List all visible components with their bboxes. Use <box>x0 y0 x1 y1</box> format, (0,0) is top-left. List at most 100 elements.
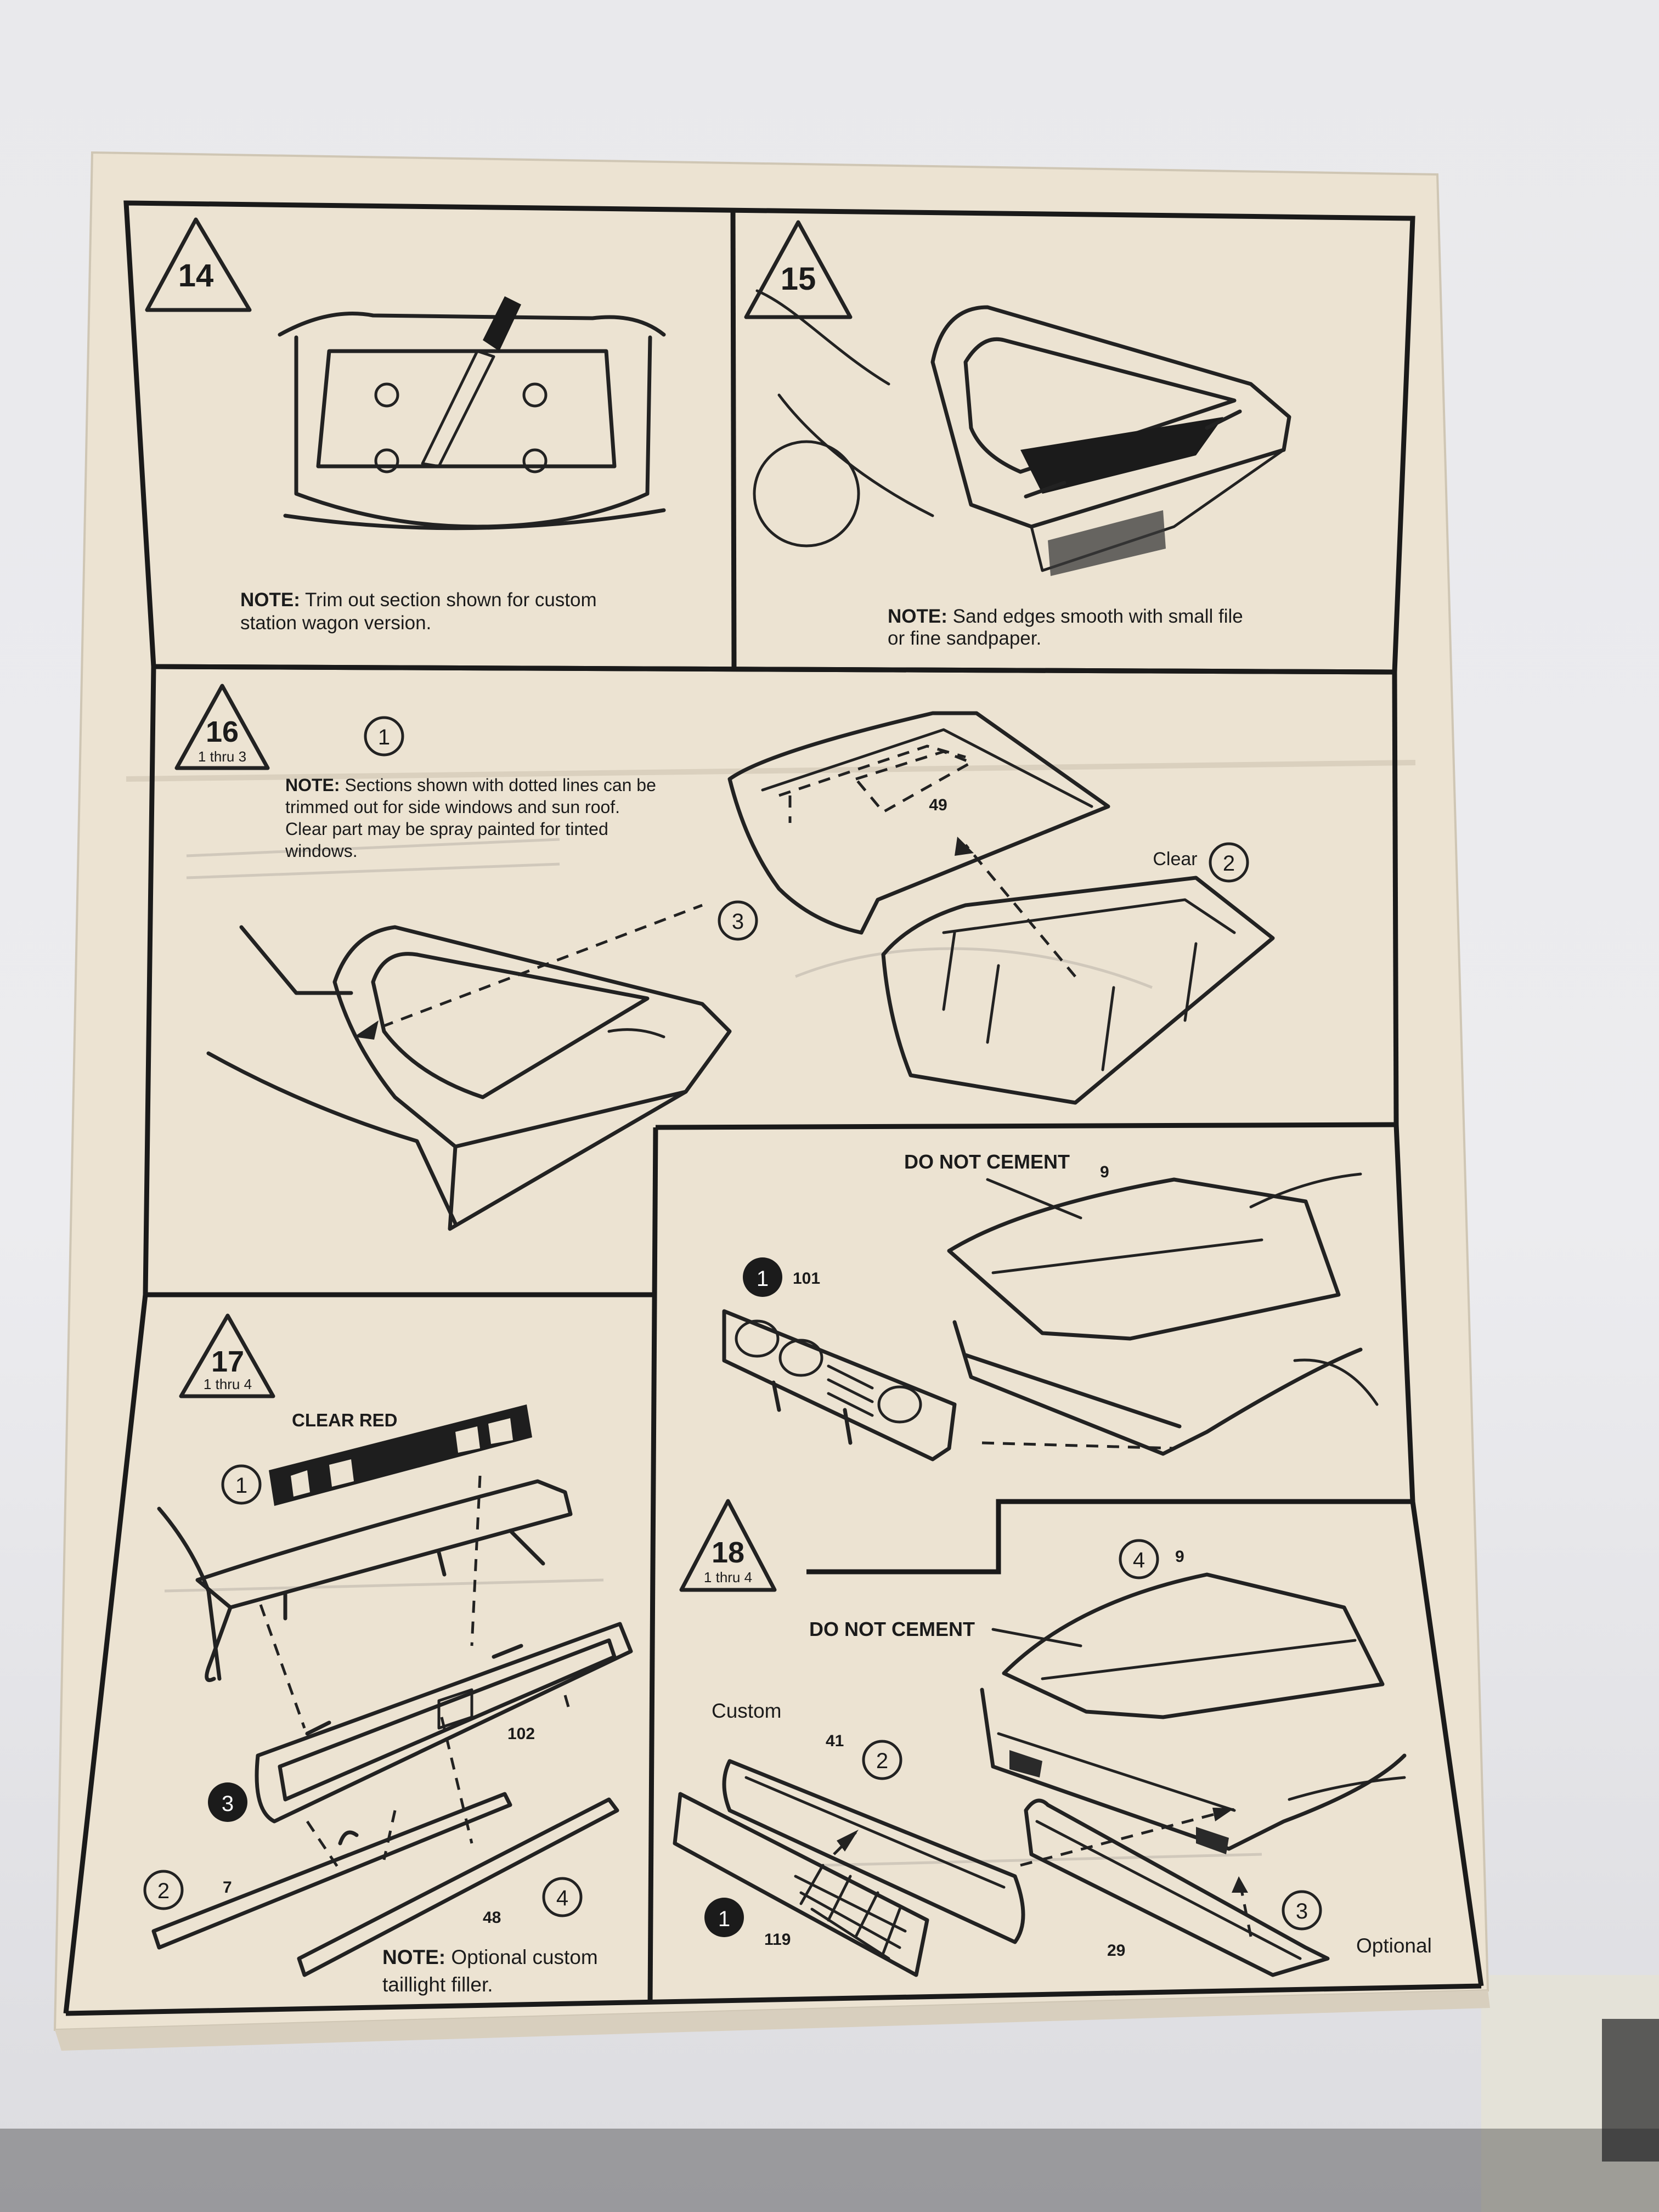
panel-grid <box>63 200 1484 2016</box>
pointer-line <box>986 1178 1082 1220</box>
step-17-callout-1-label: 1 <box>235 1474 247 1498</box>
step-16-alignment-arrows <box>354 837 1076 1040</box>
step-18-callout-3 <box>1282 1890 1322 1931</box>
filler-part-48 <box>297 1797 619 1977</box>
step-17-callout-2 <box>143 1870 184 1910</box>
step-18-range: 1 thru 4 <box>704 1569 752 1585</box>
grille-subassembly-panel: DO NOT CEMENT 9 1 101 <box>722 1150 1379 1462</box>
svg-text:NOTE: Trim out section shown f: NOTE: Trim out section shown for custom <box>240 589 597 611</box>
part-callout-2 <box>1209 842 1249 883</box>
clear-label: Clear <box>1153 849 1197 870</box>
step-18-callout-3-label: 3 <box>1296 1899 1308 1923</box>
step-14-note-prefix: NOTE: <box>240 589 300 611</box>
part-callout-3 <box>718 900 758 941</box>
step-14-number: 14 <box>178 258 214 294</box>
paper-fold <box>126 760 1416 782</box>
step-17-callout-1 <box>221 1464 262 1505</box>
custom-bumper-part-41 <box>722 1759 1025 1944</box>
step-15-note-prefix: NOTE: <box>888 606 947 627</box>
step-16-note-line-2: trimmed out for side windows and sun roo… <box>285 797 620 817</box>
step-18-do-not-cement: DO NOT CEMENT <box>809 1618 975 1640</box>
step-18-callout-4-label: 4 <box>1133 1548 1145 1572</box>
step-17-callout-4-label: 4 <box>556 1886 568 1910</box>
step-18-alignment-arrows <box>833 1808 1252 1937</box>
step-14: 14 NOTE: Trim out section shown for cust… <box>145 217 666 634</box>
part-callout-2-label: 2 <box>1223 851 1235 876</box>
step-17-callout-2-label: 2 <box>157 1879 170 1903</box>
step-18-pointer-line <box>991 1628 1082 1647</box>
paper-edge <box>55 1990 1490 2051</box>
step-16-note-line-3: Clear part may be spray painted for tint… <box>285 819 608 839</box>
step-16-note-prefix: NOTE: <box>285 775 340 795</box>
step-17-callout-3-label: 3 <box>222 1792 234 1816</box>
step-14-triangle <box>145 217 252 312</box>
step-18-callout-2-label: 2 <box>876 1749 888 1773</box>
step-15-number: 15 <box>781 261 816 297</box>
step-18-number: 18 <box>712 1536 744 1569</box>
part-9-label: 9 <box>1100 1163 1109 1181</box>
part-119-label: 119 <box>764 1931 791 1949</box>
black-callout-1 <box>743 1257 782 1297</box>
step-16-triangle <box>174 684 270 770</box>
step-17-note-line-1: Optional custom <box>445 1946 598 1968</box>
step-17-range: 1 thru 4 <box>204 1376 252 1392</box>
step-18-callout-2 <box>862 1740 902 1780</box>
part-102-label: 102 <box>507 1725 535 1743</box>
part-48-label: 48 <box>483 1909 501 1927</box>
step-18-triangle <box>679 1499 777 1592</box>
step-17: 17 1 thru 4 CLEAR RED 1 102 3 <box>143 1313 633 1996</box>
step-16-number: 16 <box>206 715 239 748</box>
optional-label: Optional <box>1356 1934 1432 1957</box>
step-14-note-line-1: Trim out section shown for custom <box>300 589 597 611</box>
step-15-note-line-1: Sand edges smooth with small file <box>947 606 1243 627</box>
svg-text:NOTE: Sand edges smooth with s: NOTE: Sand edges smooth with small file <box>888 606 1243 627</box>
step-15: 15 NOTE: Sand edges smooth with small fi… <box>744 220 1291 649</box>
step-16: 16 1 thru 3 1 NOTE: Sections shown with … <box>174 684 1275 1231</box>
step-15-note-line-2: or fine sandpaper. <box>888 628 1041 649</box>
part-callout-1-label: 1 <box>378 725 390 749</box>
black-callout-1-label: 1 <box>757 1267 769 1291</box>
step-14-note-line-2: station wagon version. <box>240 612 431 634</box>
do-not-cement-label: DO NOT CEMENT <box>904 1150 1070 1173</box>
tailgate-trim-illustration <box>278 296 666 531</box>
device-screen <box>1602 2019 1659 2162</box>
optional-bumper-part-29 <box>1024 1798 1330 1977</box>
step-17-note-line-2: taillight filler. <box>382 1973 493 1996</box>
step-17-triangle <box>179 1313 275 1398</box>
car-front-illustration <box>952 1172 1379 1456</box>
step-16-note-line-4: windows. <box>285 841 358 861</box>
clear-red-lens-part <box>269 1404 532 1506</box>
paper-sheet <box>53 151 1489 2032</box>
step-18-callout-4 <box>1119 1539 1159 1579</box>
step-17-callout-4 <box>542 1877 583 1917</box>
grille-alignment-dash <box>981 1441 1175 1450</box>
grille-part-119 <box>673 1792 929 1977</box>
step-18: 18 1 thru 4 4 9 DO NOT CEMENT Custom 41 … <box>673 1499 1432 1977</box>
step-17-number: 17 <box>211 1345 244 1378</box>
step-17-note-prefix: NOTE: <box>382 1946 445 1968</box>
clear-red-label: CLEAR RED <box>292 1410 398 1430</box>
hood-illustration <box>947 1177 1341 1341</box>
part-41-label: 41 <box>826 1732 844 1750</box>
car-front-step-18 <box>980 1688 1407 1854</box>
step-17-alignment-arrows <box>259 1475 572 1872</box>
tailgate-sanding-illustration <box>753 289 1291 576</box>
step-16-note-line-1: Sections shown with dotted lines can be <box>340 775 656 795</box>
part-callout-3-label: 3 <box>732 910 744 934</box>
step-18-part-9-label: 9 <box>1175 1548 1184 1566</box>
hood-part-step-18 <box>1002 1572 1385 1719</box>
custom-label: Custom <box>712 1700 781 1722</box>
part-29-label: 29 <box>1107 1942 1125 1960</box>
roof-part-49 <box>727 711 1110 935</box>
part-49-label: 49 <box>929 796 947 814</box>
bottom-shadow <box>0 2129 1659 2212</box>
step-16-range: 1 thru 3 <box>198 748 246 765</box>
step-17-callout-3 <box>208 1782 247 1822</box>
step-18-callout-1 <box>704 1898 744 1937</box>
clear-window-part <box>881 876 1275 1105</box>
part-callout-1 <box>364 716 404 757</box>
taillight-panel-part-102 <box>255 1622 633 1824</box>
part-101-label: 101 <box>793 1269 820 1288</box>
svg-text:NOTE: Sections shown with dott: NOTE: Sections shown with dotted lines c… <box>285 775 656 795</box>
